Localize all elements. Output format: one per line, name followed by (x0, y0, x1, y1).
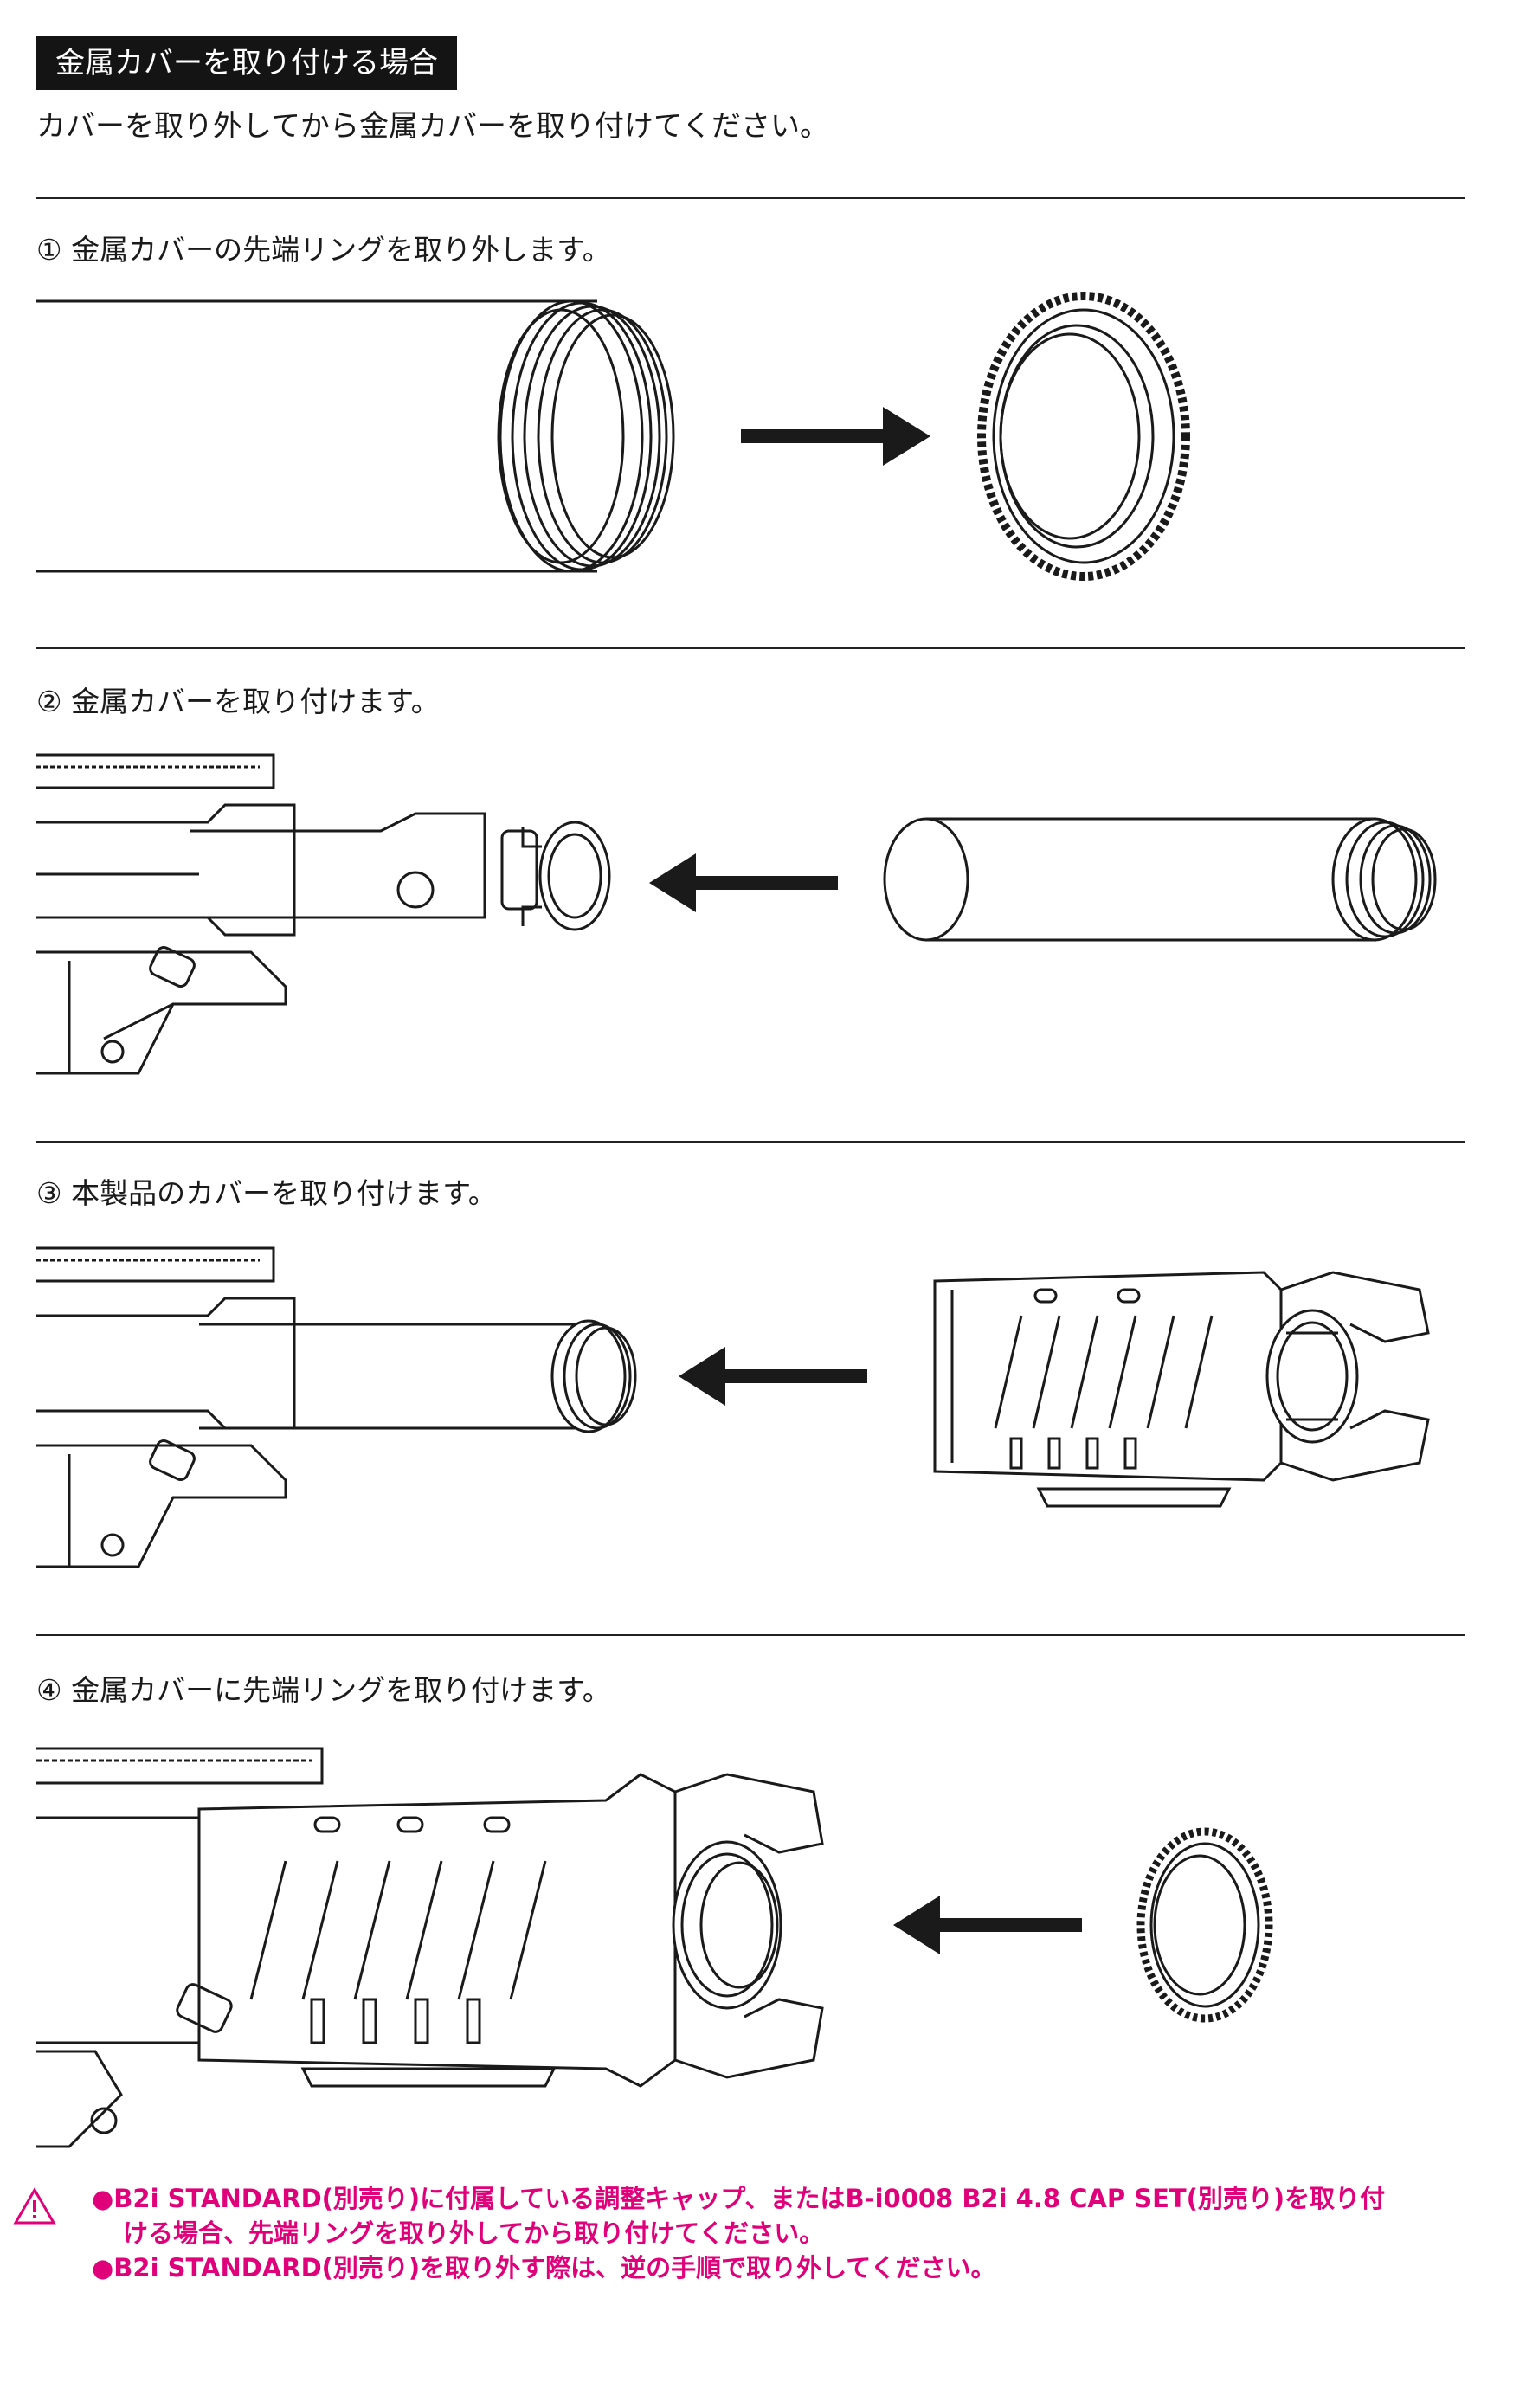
divider (36, 1141, 1465, 1143)
step-4-label: ④ 金属カバーに先端リングを取り付けます。 (36, 1673, 611, 1707)
divider (36, 1634, 1465, 1636)
step-1-label: ① 金属カバーの先端リングを取り外します。 (36, 233, 611, 267)
left-arrow-icon (893, 1896, 1082, 1954)
step-2-label: ② 金属カバーを取り付けます。 (36, 685, 440, 718)
section-title: 金属カバーを取り付ける場合 (36, 36, 457, 90)
left-arrow-icon (679, 1347, 867, 1406)
divider (36, 647, 1465, 649)
warning-line-1: ●B2i STANDARD(別売り)に付属している調整キャップ、またはB-i00… (92, 2184, 1386, 2213)
right-arrow-icon (741, 407, 930, 466)
step-4-illustration (0, 1740, 1513, 2155)
step-1-illustration (0, 286, 1513, 597)
step-3-illustration (0, 1238, 1513, 1575)
intro-text: カバーを取り外してから金属カバーを取り付けてください。 (36, 109, 829, 144)
left-arrow-icon (649, 853, 838, 912)
warning-line-2: ける場合、先端リングを取り外してから取り付けてください。 (123, 2218, 825, 2248)
warning-notes: ●B2i STANDARD(別売り)に付属している調整キャップ、またはB-i00… (36, 2181, 1482, 2285)
step-2-illustration (0, 744, 1513, 1091)
step-3-label: ③ 本製品のカバーを取り付けます。 (36, 1176, 497, 1210)
warning-line-3: ●B2i STANDARD(別売り)を取り外す際は、逆の手順で取り外してください… (92, 2253, 996, 2282)
warning-triangle-icon (13, 2187, 56, 2225)
divider (36, 197, 1465, 199)
